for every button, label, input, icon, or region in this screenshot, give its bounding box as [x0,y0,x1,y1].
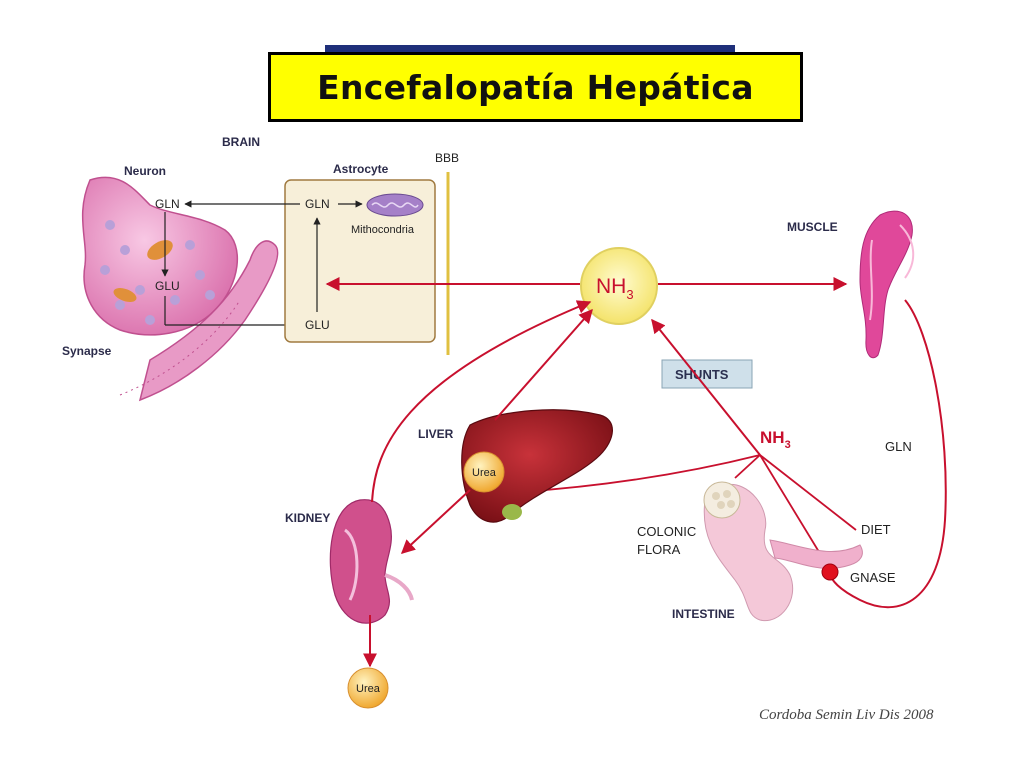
synaptic-cleft [119,299,241,396]
colonic-flora-line [734,454,761,479]
title-box: Encefalopatía Hepática [268,52,803,122]
shunts-label: SHUNTS [675,367,729,382]
liver-to-kidney-arrow [400,489,471,554]
intestine-illustration [703,481,863,622]
nh3-center-label: NH3 [596,275,634,302]
kidney-illustration [329,499,392,624]
mitochondria-icon [366,193,424,217]
citation-credit: Cordoba Semin Liv Dis 2008 [759,707,934,723]
mitochondria-label: Mithocondria [351,224,415,236]
neuron-label: Neuron [124,164,166,178]
diet-line [759,454,857,531]
diet-label: DIET [861,522,891,537]
page-title: Encefalopatía Hepática [317,67,754,107]
urea-kidney-node [347,667,389,709]
gln-side-label: GLN [885,439,912,454]
gnase-enzyme-node [821,563,839,581]
nh3-center-node [580,247,658,325]
postsynaptic-membrane [138,240,279,402]
liver-label: LIVER [418,427,454,441]
gnase-label: GNASE [850,570,896,585]
brain-label: BRAIN [222,135,260,149]
astrocyte-gln: GLN [305,197,330,211]
neuron-glu: GLU [155,279,180,293]
gut-to-liver-line [519,454,761,493]
liver-to-nh3-arrow [494,308,593,421]
muscle-gln-loop [829,299,947,609]
astrocyte-box [284,179,436,343]
bbb-label: BBB [435,151,459,165]
neuron-gln: GLN [155,197,180,211]
urea-liver-node [463,451,505,493]
colonic-label: COLONIC [637,524,696,539]
shunts-arrow [651,318,761,456]
intestine-label: INTESTINE [672,607,735,621]
urea-kidney-label: Urea [356,683,381,695]
flora-label: FLORA [637,542,681,557]
shunts-box [661,359,753,389]
muscle-illustration [859,210,915,359]
title-accent-bar [325,45,735,53]
nh3-gut-label: NH3 [760,428,791,451]
neuron-illustration [81,176,238,336]
astrocyte-glu: GLU [305,318,330,332]
gallbladder [502,504,522,520]
kidney-to-nh3-arrow [371,300,592,503]
synapse-label: Synapse [62,344,112,358]
muscle-label: MUSCLE [787,220,838,234]
urea-liver-label: Urea [472,467,497,479]
kidney-label: KIDNEY [285,511,330,525]
astrocyte-label: Astrocyte [333,162,389,176]
liver-illustration [461,409,613,523]
